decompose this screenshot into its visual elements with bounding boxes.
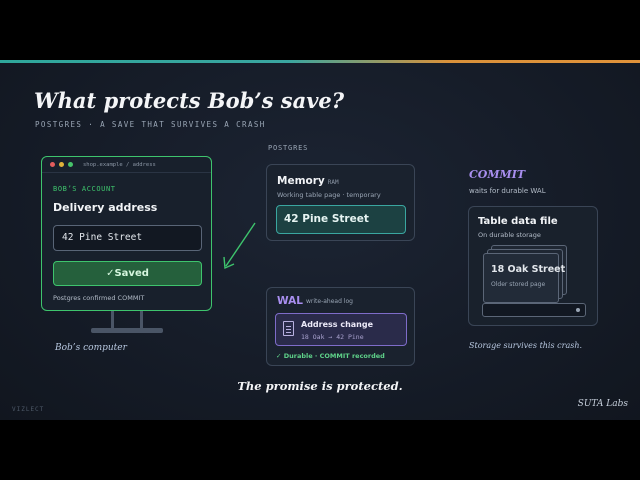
delivery-address-heading: Delivery address: [53, 201, 158, 214]
ram-tag: RAM: [327, 179, 339, 186]
account-label: BOB’S ACCOUNT: [53, 185, 116, 193]
disk-led: [576, 308, 580, 312]
wal-status: ✓ Durable · COMMIT recorded: [276, 352, 385, 360]
memory-title-text: Memory: [277, 175, 325, 187]
wal-entry-change: 18 Oak → 42 Pine: [301, 333, 364, 341]
slide-title: What protects Bob’s save?: [34, 88, 345, 113]
stored-page-subtitle: Older stored page: [491, 281, 546, 288]
commit-label: COMMIT: [469, 168, 526, 181]
brand-left: VIZLECT: [12, 406, 45, 413]
document-icon: [283, 321, 294, 336]
arrow-icon: [223, 222, 256, 270]
storage-subtitle: On durable storage: [478, 231, 541, 239]
postgres-label: POSTGRES: [268, 144, 309, 152]
browser-title-bar: shop.example / address: [42, 157, 211, 173]
wal-title: WAL: [277, 295, 303, 307]
wal-entry-title: Address change: [301, 320, 374, 329]
disk-drive-icon: [482, 303, 586, 317]
window-maximize-dot[interactable]: [68, 162, 73, 167]
wal-panel: WAL write-ahead log Address change 18 Oa…: [266, 287, 415, 366]
browser-window: shop.example / address BOB’S ACCOUNT Del…: [41, 156, 212, 311]
letterbox-top: [0, 0, 640, 60]
monitor-base: [91, 328, 163, 333]
commit-subtitle: waits for durable WAL: [469, 187, 546, 195]
storage-panel: Table data file On durable storage 18 Oa…: [468, 206, 598, 326]
slide: What protects Bob’s save? POSTGRES · A S…: [0, 60, 640, 420]
brand-right: SUTA Labs: [577, 399, 628, 409]
accent-stripe: [0, 60, 640, 63]
slide-subtitle: POSTGRES · A SAVE THAT SURVIVES A CRASH: [35, 120, 266, 129]
window-minimize-dot[interactable]: [59, 162, 64, 167]
letterbox-bottom: [0, 420, 640, 480]
window-close-dot[interactable]: [50, 162, 55, 167]
storage-title: Table data file: [478, 216, 558, 227]
url-text: shop.example / address: [83, 161, 156, 168]
commit-confirmation: Postgres confirmed COMMIT: [53, 294, 145, 302]
memory-subtitle: Working table page · temporary: [277, 191, 381, 199]
monitor-stand-icon: [111, 311, 143, 329]
address-input[interactable]: 42 Pine Street: [53, 225, 202, 251]
wal-entry: Address change 18 Oak → 42 Pine: [275, 313, 407, 346]
stored-page-value: 18 Oak Street: [491, 264, 566, 275]
saved-button[interactable]: ✓Saved: [53, 261, 202, 286]
wal-subtitle: write-ahead log: [306, 298, 353, 305]
memory-value: 42 Pine Street: [276, 205, 406, 234]
computer-caption: Bob’s computer: [55, 343, 127, 353]
promise-caption: The promise is protected.: [237, 379, 403, 393]
storage-caption: Storage survives this crash.: [469, 341, 583, 350]
stored-page: 18 Oak Street Older stored page: [483, 253, 565, 303]
